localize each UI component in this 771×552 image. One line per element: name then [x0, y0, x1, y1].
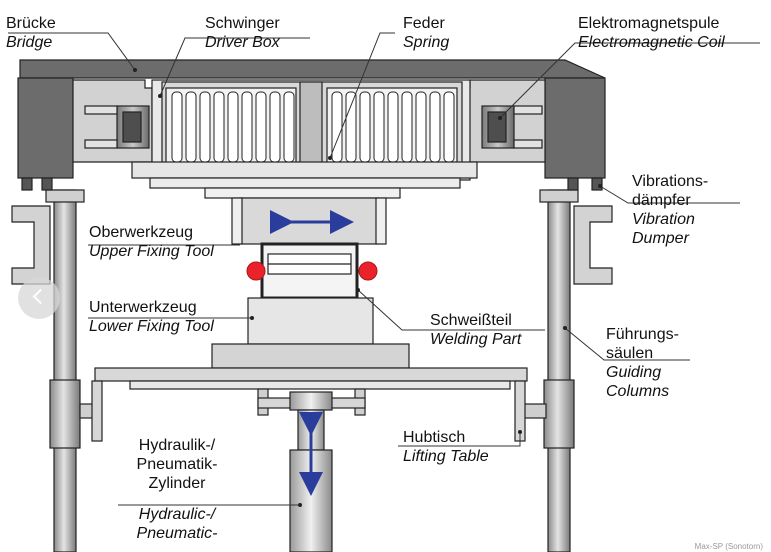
label-driver-en: Driver Box: [205, 34, 280, 51]
lifting-table: [94, 367, 528, 382]
label-bridge-en: Bridge: [6, 34, 53, 51]
label-lower-de: Unterwerkzeug: [89, 299, 197, 316]
bridge: [19, 59, 606, 79]
label-lower-en: Lower Fixing Tool: [89, 318, 214, 335]
label-cylinder-de2: Pneumatik-: [136, 456, 218, 473]
damper-left: [11, 205, 51, 285]
damper-right: [573, 205, 613, 285]
label-coil: Elektromagnetspule Electromagnetic Coil: [578, 14, 725, 52]
label-guiding-columns: Führungs- säulen Guiding Columns: [606, 325, 679, 401]
label-cylinder-de1: Hydraulik-/: [138, 437, 216, 454]
spring-right: [331, 91, 455, 163]
label-spring: Feder Spring: [403, 14, 449, 52]
cylinder-piston-head: [289, 391, 333, 411]
label-guiding-de1: Führungs-: [606, 326, 679, 343]
guide-column-left: [53, 189, 77, 552]
label-lifting-table: Hubtisch Lifting Table: [403, 428, 489, 466]
label-cylinder-en1: Hydraulic-/: [138, 506, 216, 523]
label-damper-en2: Dumper: [632, 230, 689, 247]
bridge-pillar-left: [17, 77, 74, 179]
label-driver-de: Schwinger: [205, 15, 280, 32]
label-welding-en: Welding Part: [430, 331, 522, 348]
label-coil-de: Elektromagnetspule: [578, 15, 720, 32]
label-driver-box: Schwinger Driver Box: [205, 14, 280, 52]
label-damper-de2: dämpfer: [632, 192, 691, 209]
leader-lines: [8, 32, 760, 506]
label-bridge: Brücke Bridge: [6, 14, 56, 52]
lower-tool: [247, 297, 374, 345]
label-lifting-de: Hubtisch: [403, 429, 466, 446]
label-guiding-en2: Columns: [606, 383, 670, 400]
label-lifting-en: Lifting Table: [403, 448, 489, 465]
spring-left: [171, 91, 295, 163]
label-damper-de1: Vibrations-: [632, 173, 709, 190]
label-upper-tool: Oberwerkzeug Upper Fixing Tool: [89, 223, 214, 261]
label-cylinder-de3: Zylinder: [148, 475, 206, 492]
label-damper: Vibrations- dämpfer Vibration Dumper: [632, 172, 708, 248]
label-guiding-en1: Guiding: [606, 364, 662, 381]
label-welding-de: Schweißteil: [430, 312, 512, 329]
weld-point-right: [358, 261, 378, 281]
label-lower-tool: Unterwerkzeug Lower Fixing Tool: [89, 298, 214, 336]
label-cylinder-en2: Pneumatic-: [136, 525, 218, 542]
label-cylinder: Hydraulik-/ Pneumatik- Zylinder Hydrauli…: [122, 436, 232, 543]
bridge-pillar-right: [544, 77, 606, 179]
label-guiding-de2: säulen: [606, 345, 654, 362]
label-spring-en: Spring: [403, 34, 450, 51]
guide-column-right: [547, 189, 571, 552]
weld-point-left: [246, 261, 266, 281]
label-spring-de: Feder: [403, 15, 445, 32]
previous-image-button[interactable]: [18, 277, 60, 319]
label-bridge-de: Brücke: [6, 15, 56, 32]
label-upper-de: Oberwerkzeug: [89, 224, 194, 241]
label-welding-part: Schweißteil Welding Part: [430, 311, 521, 349]
label-coil-en: Electromagnetic Coil: [578, 34, 725, 51]
label-damper-en1: Vibration: [632, 211, 695, 228]
label-upper-en: Upper Fixing Tool: [89, 243, 214, 260]
watermark: Max-SP (Sonotorn): [694, 542, 763, 551]
